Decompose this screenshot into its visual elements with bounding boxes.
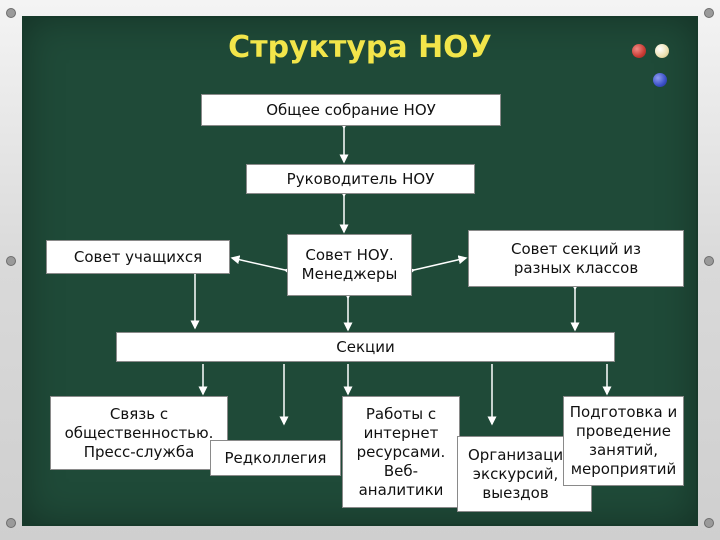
sections-box: Секции — [116, 332, 615, 362]
editorial-box: Редколлегия — [210, 440, 341, 476]
events-box: Подготовка и проведение занятий, меропри… — [563, 396, 684, 486]
director-box: Руководитель НОУ — [246, 164, 475, 194]
connector-council-students — [232, 258, 285, 270]
public-relations-box: Связь с общественностью. Пресс-служба — [50, 396, 228, 470]
council-managers-box: Совет НОУ. Менеджеры — [287, 234, 412, 296]
internet-work-box: Работы с интернет ресурсами. Веб- аналит… — [342, 396, 460, 508]
general-meeting-box: Общее собрание НОУ — [201, 94, 501, 126]
connector-council-sections-council — [414, 258, 466, 270]
student-council-box: Совет учащихся — [46, 240, 230, 274]
sections-council-box: Совет секций из разных классов — [468, 230, 684, 287]
